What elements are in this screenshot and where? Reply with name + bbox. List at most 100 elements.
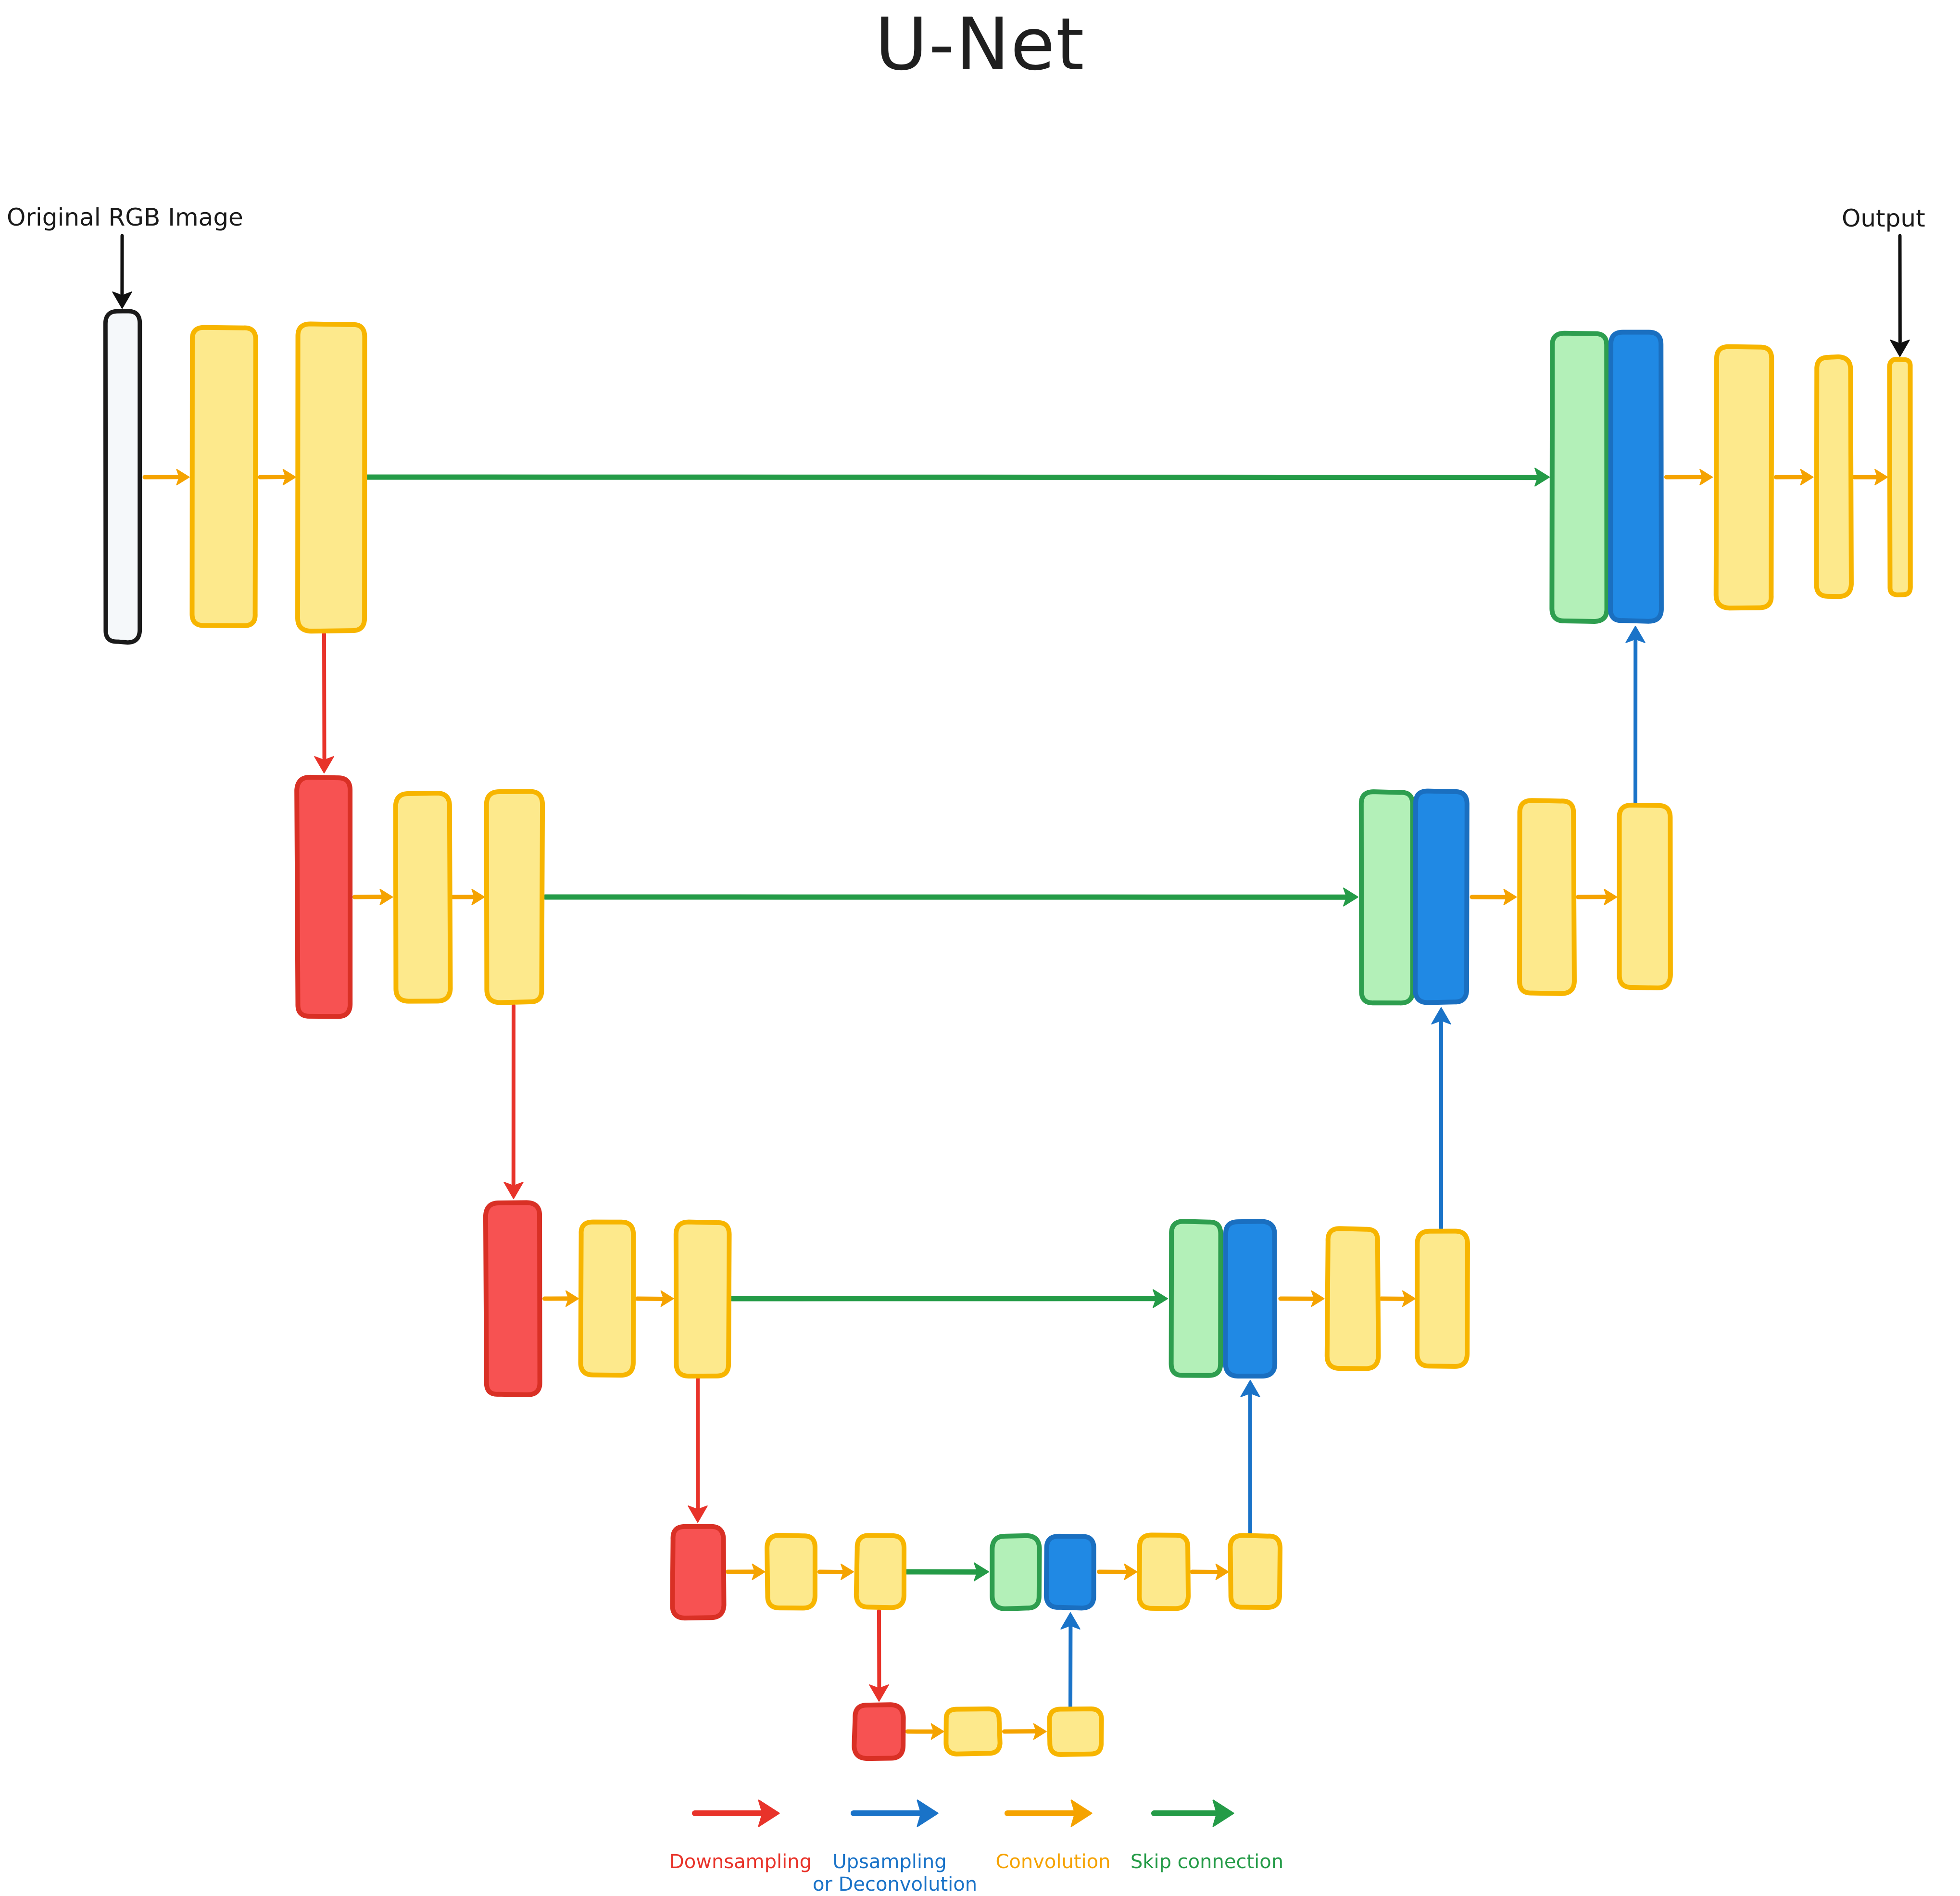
convolution-arrow <box>1666 469 1712 485</box>
conv-block[interactable] <box>1417 1231 1468 1366</box>
output-block[interactable] <box>1889 359 1910 595</box>
convolution-arrow <box>354 889 392 905</box>
convolution-arrow <box>1381 1291 1415 1306</box>
downsampling-arrow <box>504 1006 523 1199</box>
upsample-block-shape <box>1415 791 1467 1003</box>
downsample-block-shape <box>672 1527 724 1618</box>
legend-upsampling-arrow-icon[interactable] <box>854 1800 938 1826</box>
skip-concat-block-shape <box>1361 792 1413 1003</box>
skip-connection-arrow <box>545 888 1358 906</box>
conv-block-shape <box>1327 1228 1379 1368</box>
upsample-block[interactable] <box>1415 791 1467 1003</box>
legend-label-skip-connection: Skip connection <box>1120 1851 1294 1873</box>
conv-block[interactable] <box>1049 1709 1101 1755</box>
skip-concat-block-shape <box>1171 1221 1221 1375</box>
convolution-arrow <box>1854 469 1887 485</box>
upsample-block-shape <box>1225 1221 1275 1376</box>
conv-block[interactable] <box>1716 347 1772 608</box>
skip-connection-arrow <box>907 1563 989 1580</box>
convolution-arrow <box>728 1564 765 1580</box>
conv-block[interactable] <box>1817 357 1851 596</box>
downsample-block[interactable] <box>854 1705 903 1758</box>
convolution-arrow <box>1192 1564 1229 1580</box>
skip-connection-arrow-shaft <box>367 477 1536 478</box>
upsample-block-shape <box>1046 1536 1094 1608</box>
conv-block[interactable] <box>1620 805 1671 988</box>
output-arrow <box>1890 236 1909 356</box>
convolution-arrow <box>1099 1564 1137 1580</box>
conv-block-shape <box>946 1709 1000 1754</box>
convolution-arrow <box>637 1291 674 1306</box>
upsampling-arrow <box>1241 1380 1259 1533</box>
legend-downsampling-arrow-icon[interactable] <box>695 1800 779 1826</box>
conv-block[interactable] <box>192 328 255 626</box>
downsample-block[interactable] <box>486 1202 540 1395</box>
downsample-block[interactable] <box>297 777 350 1016</box>
downsample-block-shape <box>854 1705 903 1758</box>
convolution-arrow <box>1776 469 1813 485</box>
conv-block[interactable] <box>487 792 542 1003</box>
convolution-arrow <box>145 469 189 485</box>
skip-concat-block[interactable] <box>1171 1221 1221 1375</box>
legend-convolution-arrow-icon[interactable] <box>1007 1800 1092 1826</box>
conv-block[interactable] <box>676 1222 729 1376</box>
conv-block[interactable] <box>581 1222 634 1376</box>
conv-block-shape <box>1417 1231 1468 1366</box>
legend-label-upsampling: Upsampling or Deconvolution <box>813 1851 967 1896</box>
conv-block-shape <box>1139 1535 1188 1608</box>
conv-block-shape <box>1817 357 1851 596</box>
conv-block-shape <box>396 793 451 1001</box>
conv-block[interactable] <box>1327 1228 1379 1368</box>
skip-concat-block[interactable] <box>1552 333 1607 621</box>
upsample-block[interactable] <box>1225 1221 1275 1376</box>
convolution-arrow <box>1472 889 1516 905</box>
downsample-block-shape <box>297 777 350 1016</box>
convolution-arrow <box>907 1724 944 1739</box>
conv-block-shape <box>1520 800 1574 994</box>
conv-block[interactable] <box>946 1709 1000 1754</box>
upsampling-arrow <box>1626 626 1645 803</box>
conv-block-shape <box>1620 805 1671 988</box>
upsampling-arrow <box>1061 1613 1080 1707</box>
conv-block-shape <box>1049 1709 1101 1755</box>
convolution-arrow <box>819 1564 854 1580</box>
conv-block-shape <box>581 1222 634 1376</box>
convolution-arrow <box>1281 1291 1324 1306</box>
output-block-shape <box>1889 359 1910 595</box>
conv-block[interactable] <box>1520 800 1574 994</box>
convolution-arrow <box>1004 1724 1046 1739</box>
conv-block[interactable] <box>767 1535 815 1608</box>
input-image-block[interactable] <box>105 311 139 643</box>
conv-block-shape <box>856 1535 904 1607</box>
conv-block[interactable] <box>1139 1535 1188 1608</box>
convolution-arrow <box>544 1291 578 1306</box>
downsampling-arrow <box>869 1611 888 1701</box>
upsample-block[interactable] <box>1610 332 1661 621</box>
convolution-arrow <box>453 889 484 905</box>
downsampling-arrow <box>688 1378 707 1522</box>
legend-label-convolution: Convolution <box>981 1851 1125 1873</box>
upsample-block-shape <box>1610 332 1661 621</box>
conv-block-shape <box>676 1222 729 1376</box>
upsample-block[interactable] <box>1046 1536 1094 1608</box>
skip-connection-arrow <box>732 1289 1168 1307</box>
skip-concat-block[interactable] <box>1361 792 1413 1003</box>
conv-block[interactable] <box>1231 1535 1281 1607</box>
downsample-block[interactable] <box>672 1527 724 1618</box>
conv-block-shape <box>298 324 364 632</box>
downsampling-arrow-shaft <box>324 634 325 758</box>
legend-label-upsampling-line1: Upsampling <box>813 1851 967 1873</box>
conv-block[interactable] <box>856 1535 904 1607</box>
skip-concat-block[interactable] <box>992 1536 1039 1609</box>
downsampling-arrow <box>314 634 333 773</box>
downsample-block-shape <box>486 1202 540 1395</box>
conv-block[interactable] <box>396 793 451 1001</box>
convolution-arrow <box>260 469 296 485</box>
conv-block[interactable] <box>298 324 364 632</box>
skip-concat-block-shape <box>1552 333 1607 621</box>
conv-block-shape <box>1231 1535 1281 1607</box>
conv-block-shape <box>767 1535 815 1608</box>
legend-skip-connection-arrow-icon[interactable] <box>1154 1800 1233 1826</box>
skip-connection-arrow <box>367 468 1549 486</box>
input-arrow <box>113 236 131 308</box>
